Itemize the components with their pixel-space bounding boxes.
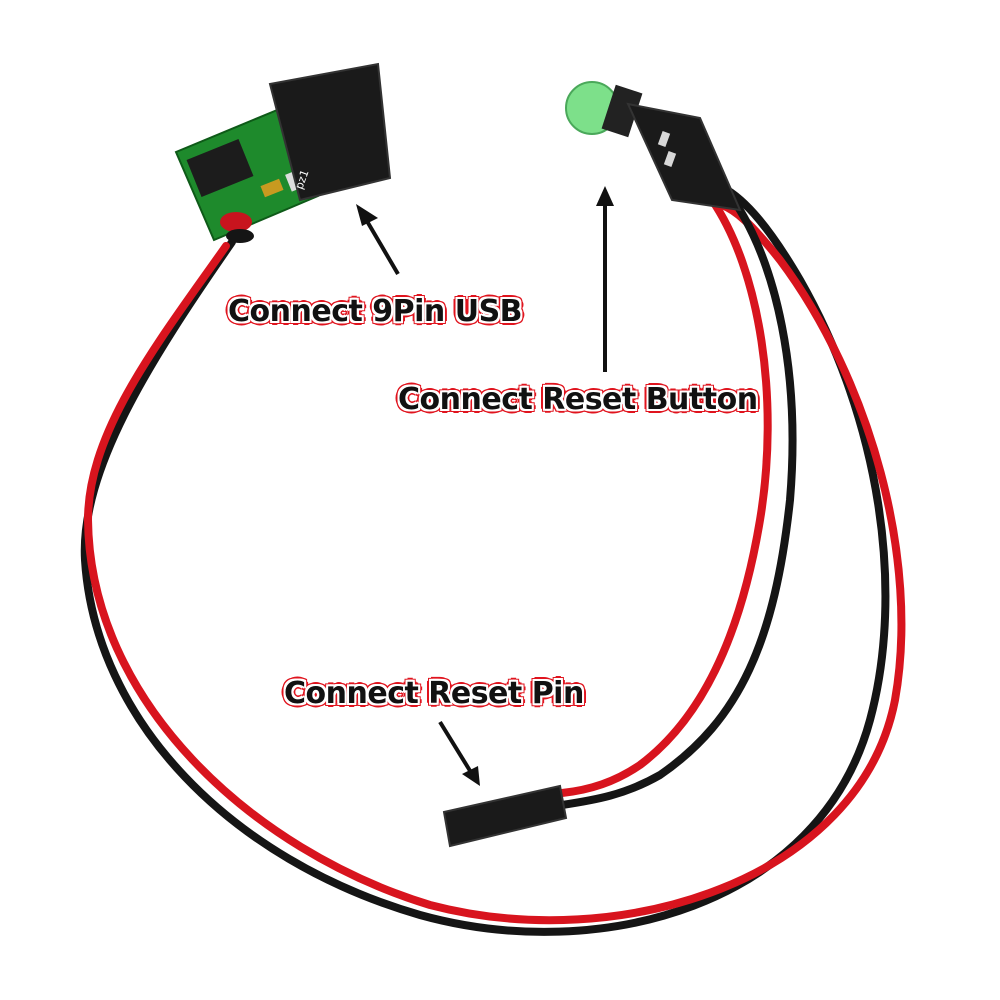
red-wire-short <box>558 196 772 797</box>
reset-pin-connector <box>442 784 568 848</box>
callout-connect-reset-button: Connect Reset Button <box>398 382 758 417</box>
arrow-up-icon <box>596 186 614 372</box>
black-wire-short <box>558 184 797 809</box>
callout-connect-reset-pin: Connect Reset Pin <box>284 676 584 711</box>
dupont-connector-button <box>626 102 742 212</box>
switch-body <box>601 84 643 138</box>
usb-header-connector <box>268 62 392 202</box>
connector-pin <box>663 151 677 167</box>
arrow-up-icon <box>356 204 400 276</box>
dupont-connector-pin <box>442 784 568 848</box>
connector-pin <box>657 131 671 147</box>
reset-button-switch <box>565 81 742 212</box>
usb-reset-module: pz1 <box>174 62 392 243</box>
pcb-marking: pz1 <box>293 168 312 191</box>
wire-joint <box>220 212 252 232</box>
callout-connect-usb: Connect 9Pin USB <box>228 294 523 329</box>
pcb-capacitor <box>260 178 284 198</box>
wire-joint-black <box>226 229 254 243</box>
arrow-down-right-icon <box>438 720 480 786</box>
pcb-chip <box>186 138 254 198</box>
red-wire-long <box>83 201 906 925</box>
